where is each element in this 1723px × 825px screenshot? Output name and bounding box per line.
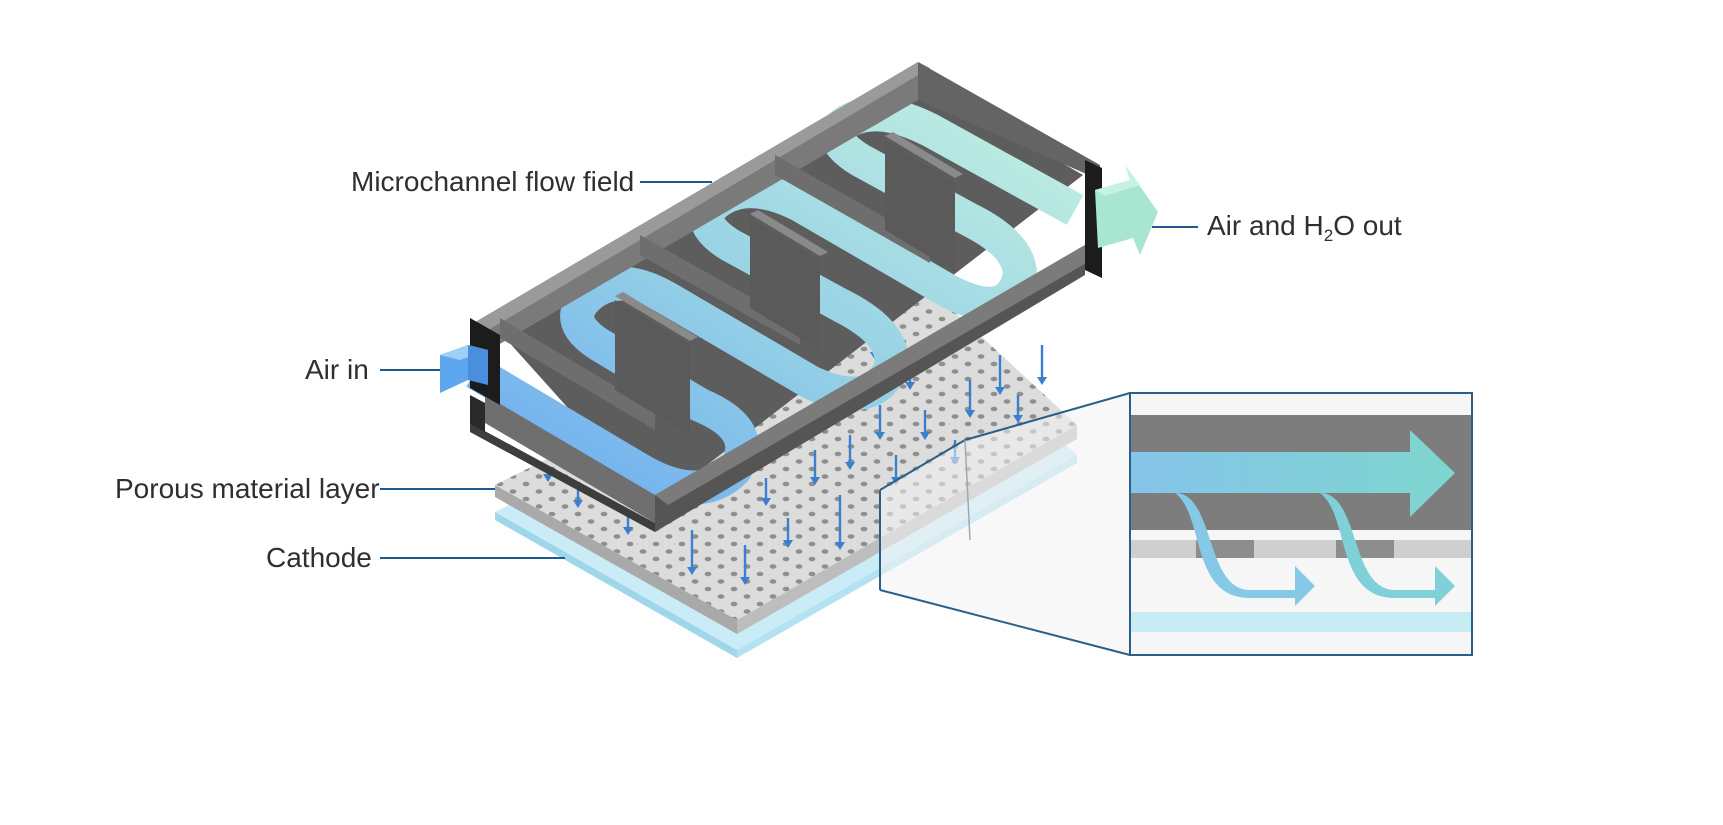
label-cathode: Cathode: [266, 542, 372, 573]
arrow-down-icon: [845, 435, 855, 470]
microchannel-flow-field: [466, 62, 1102, 532]
arrow-down-icon: [965, 380, 975, 418]
zoom-inset: [1129, 392, 1473, 656]
label-porous-material-layer: Porous material layer: [115, 473, 380, 504]
label-microchannel-flow-field: Microchannel flow field: [351, 166, 635, 197]
arrow-down-icon: [810, 450, 820, 485]
air-inlet-block: [440, 345, 488, 393]
arrow-down-icon: [835, 495, 845, 550]
arrow-down-icon: [875, 405, 885, 440]
serpentine-channel: [466, 97, 1084, 505]
arrow-down-icon: [740, 545, 750, 585]
arrow-down-icon: [1037, 345, 1047, 385]
label-air-in: Air in: [305, 354, 369, 385]
arrow-down-icon: [573, 490, 583, 508]
arrow-down-icon: [783, 518, 793, 548]
zoom-connector: [879, 392, 1131, 656]
arrow-down-icon: [1013, 395, 1023, 423]
label-air-out-suffix: O out: [1333, 210, 1402, 241]
label-air-out-prefix: Air and H: [1207, 210, 1324, 241]
arrow-down-icon: [920, 410, 930, 440]
leader-lines: [380, 181, 1198, 559]
arrow-down-icon: [995, 355, 1005, 395]
label-air-and-water-out: Air and H2O out: [1207, 210, 1402, 245]
air-outlet-arrow: [1095, 165, 1158, 255]
arrow-down-icon: [687, 530, 697, 575]
arrow-down-icon: [761, 478, 771, 506]
label-air-out-subscript: 2: [1323, 226, 1334, 245]
